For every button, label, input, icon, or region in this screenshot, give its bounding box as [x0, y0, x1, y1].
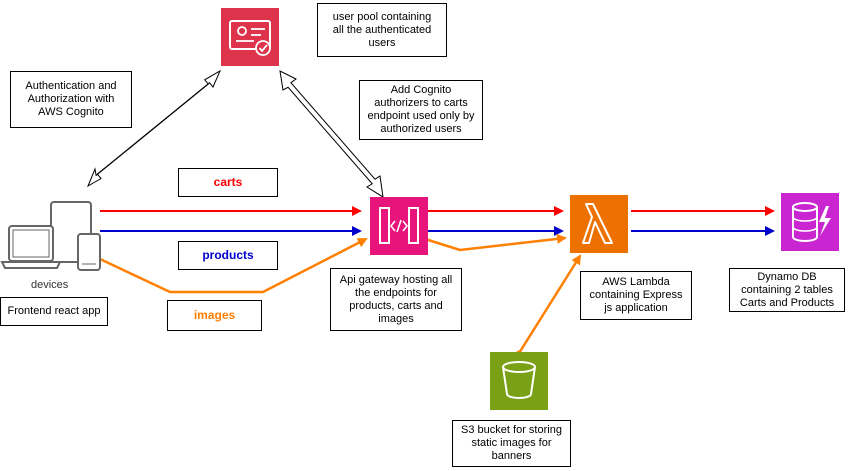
devices-caption: devices	[31, 279, 69, 291]
dynamodb-icon	[781, 193, 839, 251]
products-label-text: products	[202, 248, 254, 262]
lambda-note: AWS Lambda containing Express js applica…	[580, 271, 692, 320]
lambda-icon	[570, 195, 628, 253]
images-path-apigw-devices	[90, 237, 368, 294]
userpool-note-text: user pool containing all the authenticat…	[332, 10, 432, 49]
images-label: images	[167, 300, 262, 331]
devices-icon	[0, 201, 101, 271]
auth-arrow-devices-cognito	[86, 69, 222, 188]
auth-note-text: Authentication and Authorization with AW…	[25, 80, 117, 118]
frontend-note-text: Frontend react app	[7, 305, 101, 317]
s3-note: S3 bucket for storing static images for …	[452, 420, 571, 467]
dynamodb-note-text: Dynamo DB containing 2 tables Carts and …	[739, 270, 835, 309]
images-label-text: images	[193, 308, 236, 322]
cognito-user-pool-icon	[221, 8, 279, 66]
s3-bucket-icon	[490, 352, 548, 410]
auth-note: Authentication and Authorization with AW…	[10, 71, 132, 128]
carts-label: carts	[178, 168, 278, 197]
lambda-note-text: AWS Lambda containing Express js applica…	[589, 276, 683, 314]
userpool-note: user pool containing all the authenticat…	[317, 3, 447, 57]
api-gateway-icon	[370, 197, 428, 255]
frontend-note: Frontend react app	[0, 297, 108, 326]
images-path-s3-lambda	[512, 254, 582, 360]
dynamodb-note: Dynamo DB containing 2 tables Carts and …	[729, 268, 845, 312]
products-label: products	[178, 241, 278, 270]
apigw-note-text: Api gateway hosting all the endpoints fo…	[339, 273, 453, 325]
authorizers-note-text: Add Cognito authorizers to carts endpoin…	[367, 84, 475, 135]
apigw-note: Api gateway hosting all the endpoints fo…	[330, 268, 462, 331]
s3-note-text: S3 bucket for storing static images for …	[461, 424, 562, 462]
auth-arrow-cognito-apigw	[279, 70, 384, 198]
authorizers-note: Add Cognito authorizers to carts endpoin…	[359, 80, 483, 140]
images-path-lambda-apigw	[415, 231, 567, 252]
carts-label-text: carts	[213, 175, 243, 189]
